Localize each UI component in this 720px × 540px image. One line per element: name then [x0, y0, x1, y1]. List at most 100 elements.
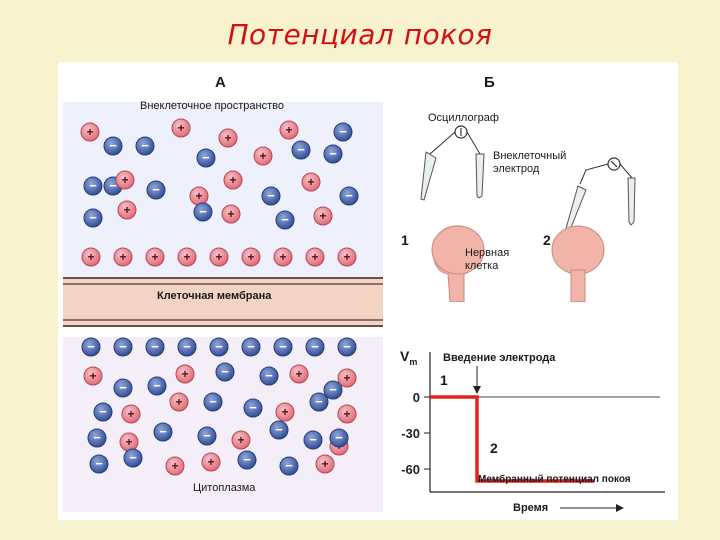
anion-sign: − — [275, 422, 283, 437]
ion-distribution-diagram: +−+++−−−++−+−−−+−+−+−−−+−++++++++++−−−−−… — [63, 102, 383, 512]
anion-icon — [113, 378, 133, 398]
cation-sign: + — [285, 123, 292, 137]
anion-sign: − — [89, 178, 97, 193]
anion-icon — [241, 337, 261, 357]
cation-icon — [273, 247, 293, 267]
anion-icon — [103, 136, 123, 156]
page-title: Потенциал покоя — [227, 18, 493, 51]
electrode-label: Внеклеточный электрод — [493, 150, 566, 176]
anion-icon — [147, 376, 167, 396]
anion-icon — [153, 422, 173, 442]
potential-trace — [430, 395, 595, 483]
cation-sign: + — [151, 250, 158, 264]
anion-icon — [145, 337, 165, 357]
anion-icon — [309, 392, 329, 412]
cation-sign: + — [87, 250, 94, 264]
electrode-setup-diagram — [420, 125, 636, 302]
anion-icon — [193, 202, 213, 222]
anion-sign: − — [247, 339, 255, 354]
y-tick-label: 0 — [413, 390, 420, 405]
nerve-cell-label: Нервная клетка — [465, 247, 509, 273]
anion-sign: − — [279, 339, 287, 354]
anion-icon — [243, 398, 263, 418]
graph-xlabel: Время — [513, 502, 549, 514]
anion-sign: − — [151, 339, 159, 354]
insert-annotation: Введение электрода — [443, 352, 556, 364]
cation-icon — [175, 364, 195, 384]
rest-annotation: Мембранный потенциал покоя — [478, 474, 631, 485]
insert-arrowhead — [473, 386, 481, 394]
anion-icon — [113, 337, 133, 357]
cytoplasm-label: Цитоплазма — [193, 482, 256, 494]
anion-icon — [93, 402, 113, 422]
anion-sign: − — [209, 394, 217, 409]
anion-icon — [83, 176, 103, 196]
anion-sign: − — [153, 378, 161, 393]
panel-b-label: Б — [484, 74, 495, 91]
cation-sign: + — [224, 131, 231, 145]
nerve-cell-1 — [431, 225, 485, 302]
anion-icon — [203, 392, 223, 412]
anion-sign: − — [329, 146, 337, 161]
anion-icon — [303, 430, 323, 450]
cation-sign: + — [177, 121, 184, 135]
cation-icon — [177, 247, 197, 267]
cation-sign: + — [175, 395, 182, 409]
anion-icon — [259, 366, 279, 386]
anion-sign: − — [109, 138, 117, 153]
cation-sign: + — [227, 207, 234, 221]
oscilloscope-label: Осциллограф — [428, 112, 499, 124]
time-arrowhead — [616, 504, 624, 512]
cation-icon — [218, 128, 238, 148]
anion-sign: − — [339, 124, 347, 139]
anion-sign: − — [315, 394, 323, 409]
anion-sign: − — [109, 178, 117, 193]
cation-icon — [80, 122, 100, 142]
anion-sign: − — [249, 400, 257, 415]
cation-icon — [275, 402, 295, 422]
anion-sign: − — [99, 404, 107, 419]
cation-sign: + — [281, 405, 288, 419]
anion-sign: − — [267, 188, 275, 203]
cation-sign: + — [321, 457, 328, 471]
anion-icon — [323, 144, 343, 164]
anion-sign: − — [335, 430, 343, 445]
cation-sign: + — [229, 173, 236, 187]
electrode-label-line2: электрод — [493, 163, 540, 175]
cation-sign: + — [125, 435, 132, 449]
cation-icon — [253, 146, 273, 166]
anion-icon — [279, 456, 299, 476]
cation-sign: + — [195, 189, 202, 203]
cation-sign: + — [311, 250, 318, 264]
cation-icon — [305, 247, 325, 267]
cation-sign: + — [171, 459, 178, 473]
extracellular-label: Внеклеточное пространство — [140, 100, 284, 112]
cation-icon — [113, 247, 133, 267]
step-1-label: 1 — [401, 232, 409, 248]
anion-icon — [329, 428, 349, 448]
nerve-cell-label-line1: Нервная — [465, 247, 510, 259]
anion-icon — [305, 337, 325, 357]
anion-sign: − — [87, 339, 95, 354]
cation-icon — [221, 204, 241, 224]
anion-sign: − — [141, 138, 149, 153]
cation-icon — [165, 456, 185, 476]
marker-2: 2 — [490, 440, 498, 456]
anion-icon — [87, 428, 107, 448]
anion-sign: − — [345, 188, 353, 203]
anion-icon — [146, 180, 166, 200]
nerve-cell-2 — [551, 225, 605, 302]
anion-sign: − — [202, 150, 210, 165]
cation-sign: + — [123, 203, 130, 217]
extracellular-electrode-2 — [627, 177, 636, 226]
anion-sign: − — [159, 424, 167, 439]
anion-icon — [135, 136, 155, 156]
cation-sign: + — [207, 455, 214, 469]
anion-sign: − — [199, 204, 207, 219]
cation-sign: + — [343, 407, 350, 421]
cation-icon — [171, 118, 191, 138]
anion-icon — [323, 380, 343, 400]
extracellular-electrode-1 — [475, 153, 485, 199]
anion-sign: − — [95, 456, 103, 471]
anion-sign: − — [243, 452, 251, 467]
